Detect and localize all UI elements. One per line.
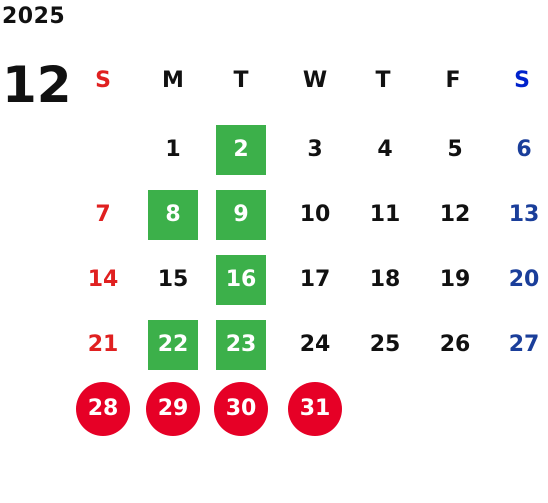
month-number: 12 <box>2 56 72 114</box>
day-cell-5: 5 <box>447 137 463 162</box>
weekday-header-thursday: T <box>375 68 391 93</box>
weekday-header-sunday: S <box>95 68 111 93</box>
day-cell-16: 16 <box>216 255 266 305</box>
day-cell-2: 2 <box>216 125 266 175</box>
year-label: 2025 <box>2 4 66 29</box>
day-cell-23: 23 <box>216 320 266 370</box>
day-cell-20: 20 <box>508 267 540 292</box>
weekday-header-monday: M <box>162 68 184 93</box>
day-cell-24: 24 <box>299 332 331 357</box>
day-cell-17: 17 <box>299 267 331 292</box>
day-cell-12: 12 <box>439 202 471 227</box>
day-cell-6: 6 <box>516 137 532 162</box>
day-cell-3: 3 <box>307 137 323 162</box>
day-cell-18: 18 <box>369 267 401 292</box>
day-cell-15: 15 <box>157 267 189 292</box>
day-cell-10: 10 <box>299 202 331 227</box>
day-cell-31: 31 <box>288 382 342 436</box>
day-cell-22: 22 <box>148 320 198 370</box>
day-cell-28: 28 <box>76 382 130 436</box>
weekday-header-saturday: S <box>514 68 530 93</box>
day-cell-1: 1 <box>165 137 181 162</box>
day-cell-9: 9 <box>216 190 266 240</box>
weekday-header-friday: F <box>445 68 461 93</box>
day-cell-11: 11 <box>369 202 401 227</box>
weekday-header-tuesday: T <box>233 68 249 93</box>
day-cell-21: 21 <box>87 332 119 357</box>
day-cell-25: 25 <box>369 332 401 357</box>
day-cell-14: 14 <box>87 267 119 292</box>
day-cell-29: 29 <box>146 382 200 436</box>
day-cell-13: 13 <box>508 202 540 227</box>
day-cell-8: 8 <box>148 190 198 240</box>
day-cell-26: 26 <box>439 332 471 357</box>
day-cell-7: 7 <box>95 202 111 227</box>
day-cell-27: 27 <box>508 332 540 357</box>
day-cell-4: 4 <box>377 137 393 162</box>
day-cell-30: 30 <box>214 382 268 436</box>
weekday-header-wednesday: W <box>302 68 328 93</box>
day-cell-19: 19 <box>439 267 471 292</box>
